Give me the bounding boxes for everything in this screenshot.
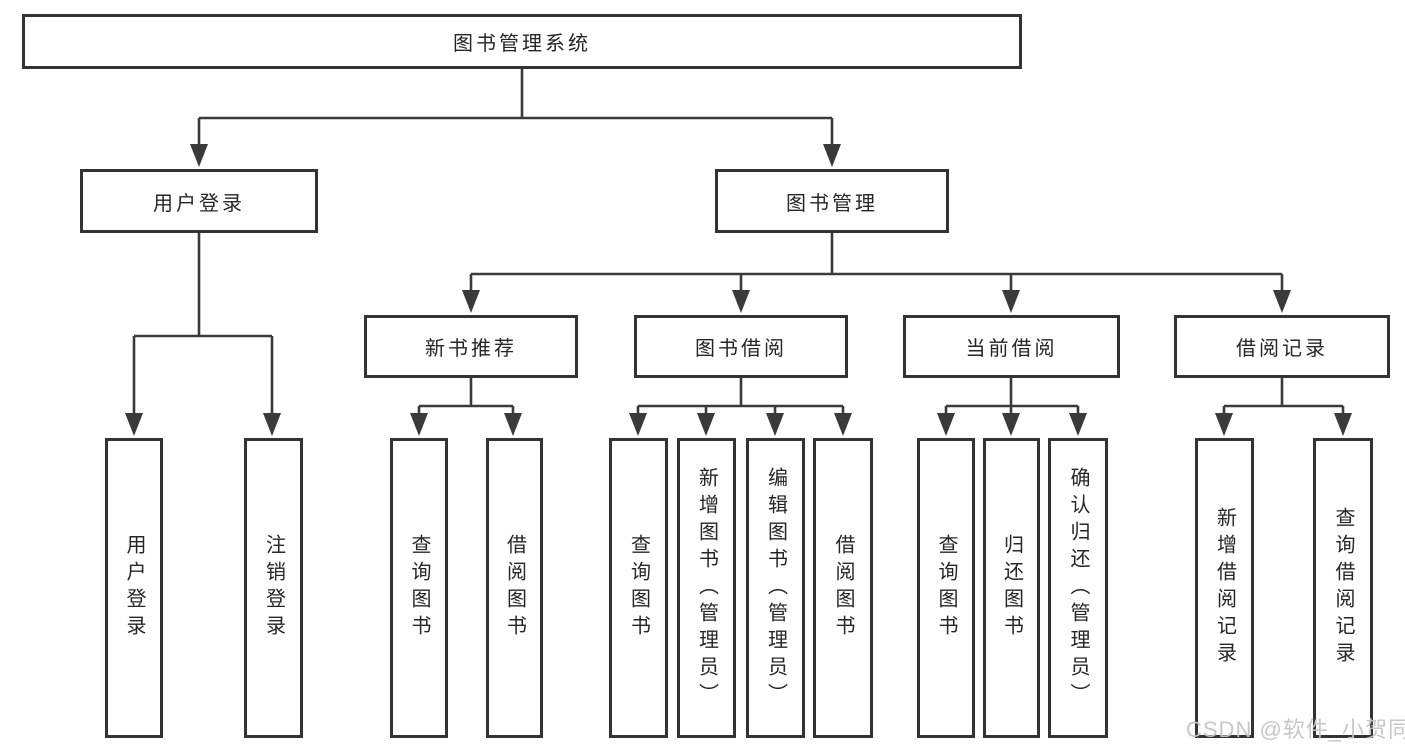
leaf-borrow-books: 借阅图书 — [813, 438, 873, 738]
leaf-query-books-current: 查询图书 — [917, 438, 975, 738]
leaf-label: 编辑图书（管理员） — [764, 466, 787, 710]
leaf-return-book: 归还图书 — [983, 438, 1040, 738]
leaf-confirm-return-admin: 确认归还（管理员） — [1048, 438, 1108, 738]
node-book-management: 图书管理 — [715, 169, 949, 233]
node-borrow-records: 借阅记录 — [1174, 315, 1390, 378]
leaf-label: 归还图书 — [1000, 534, 1023, 642]
leaf-label: 查询图书 — [935, 534, 957, 642]
node-current-borrow: 当前借阅 — [903, 315, 1120, 378]
connector-new-book — [417, 378, 515, 415]
leaf-logout: 注销登录 — [244, 438, 303, 738]
leaf-user-login: 用户登录 — [105, 438, 163, 738]
leaf-borrow-books-recommend: 借阅图书 — [486, 438, 543, 738]
node-book-borrow: 图书借阅 — [634, 315, 848, 378]
leaf-label: 确认归还（管理员） — [1067, 466, 1089, 710]
node-user-login: 用户登录 — [80, 169, 318, 233]
leaf-label: 查询图书 — [408, 534, 430, 642]
node-new-book-recommend: 新书推荐 — [364, 315, 578, 378]
leaf-label: 用户登录 — [123, 534, 145, 642]
connector-book-borrow — [636, 378, 845, 415]
leaf-edit-book-admin: 编辑图书（管理员） — [746, 438, 805, 738]
connector-borrow-records — [1222, 378, 1345, 415]
node-library-system: 图书管理系统 — [22, 14, 1022, 69]
leaf-label: 借阅图书 — [503, 534, 526, 642]
leaf-label: 新增图书（管理员） — [695, 466, 718, 710]
leaf-label: 查询借阅记录 — [1332, 507, 1354, 669]
leaf-label: 新增借阅记录 — [1213, 507, 1236, 669]
leaf-label: 查询图书 — [627, 534, 650, 642]
leaf-label: 借阅图书 — [832, 534, 854, 642]
connector-user-login — [132, 233, 274, 415]
leaf-query-books-borrow: 查询图书 — [609, 438, 668, 738]
connector-current-borrow — [944, 378, 1080, 415]
connector-root — [197, 69, 834, 147]
watermark: CSDN @软件_小贺同学 — [1186, 717, 1405, 742]
leaf-add-book-admin: 新增图书（管理员） — [677, 438, 736, 738]
leaf-add-borrow-record: 新增借阅记录 — [1195, 438, 1254, 738]
leaf-query-borrow-record: 查询借阅记录 — [1313, 438, 1373, 738]
leaf-label: 注销登录 — [262, 534, 285, 642]
leaf-query-books-recommend: 查询图书 — [390, 438, 448, 738]
connector-book-management — [469, 233, 1284, 293]
